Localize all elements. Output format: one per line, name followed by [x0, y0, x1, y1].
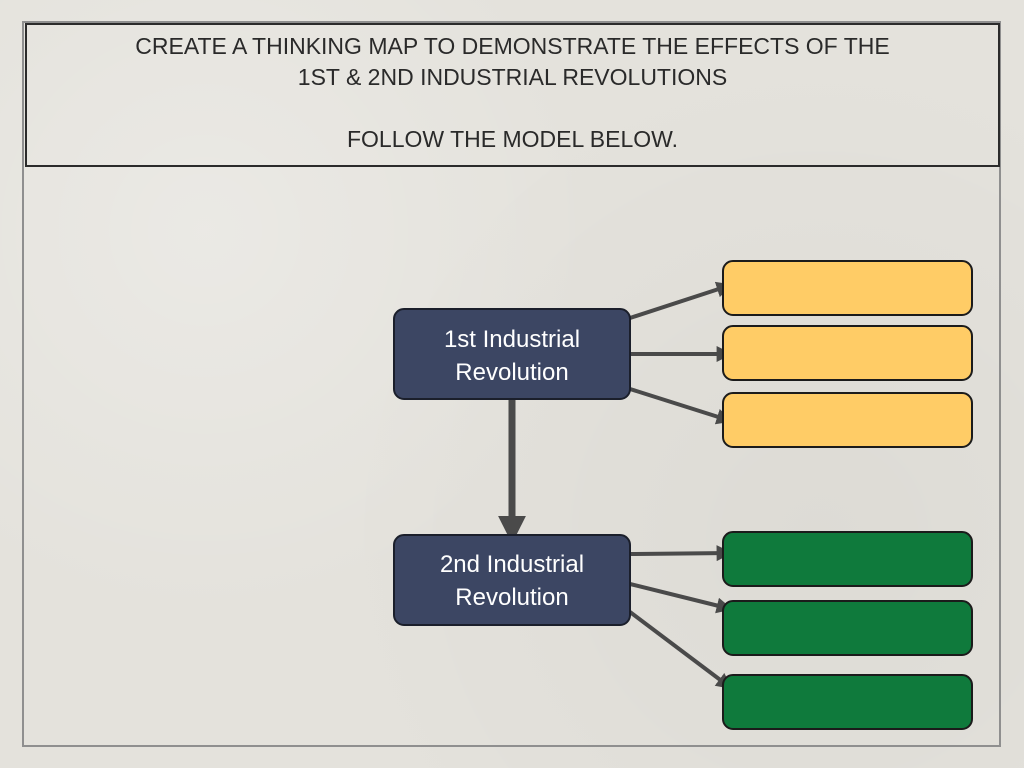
title-line-1: CREATE A THINKING MAP TO DEMONSTRATE THE…	[135, 33, 890, 59]
node-second-label-line-1: 2nd Industrial	[440, 551, 584, 578]
arrow-second-to-effect-3	[628, 610, 733, 690]
effect-box-first-3	[722, 392, 973, 448]
arrow-second-to-effect-1	[629, 545, 733, 562]
node-first-box	[393, 308, 631, 400]
node-first-revolution: 1st Industrial Revolution	[393, 308, 631, 400]
title-line-2: 1ST & 2ND INDUSTRIAL REVOLUTIONS	[297, 64, 728, 90]
effect-box-second-3	[722, 674, 973, 730]
effect-box-first-1	[722, 260, 973, 316]
slide-frame	[22, 21, 1001, 747]
arrow-first-to-effect-3	[629, 387, 733, 425]
effect-box-second-2	[722, 600, 973, 656]
title-box: CREATE A THINKING MAP TO DEMONSTRATE THE…	[25, 23, 1000, 167]
arrow-first-to-effect-1	[629, 281, 733, 320]
node-first-label-line-2: Revolution	[455, 359, 568, 386]
node-first-label-line-1: 1st Industrial	[444, 326, 580, 353]
effect-box-first-2	[722, 325, 973, 381]
instruction-text: FOLLOW THE MODEL BELOW.	[346, 126, 678, 152]
node-second-box	[393, 534, 631, 626]
node-second-revolution: 2nd Industrial Revolution	[393, 534, 631, 626]
arrow-second-to-effect-2	[629, 582, 733, 614]
effect-box-second-1	[722, 531, 973, 587]
node-second-label-line-2: Revolution	[455, 584, 568, 611]
